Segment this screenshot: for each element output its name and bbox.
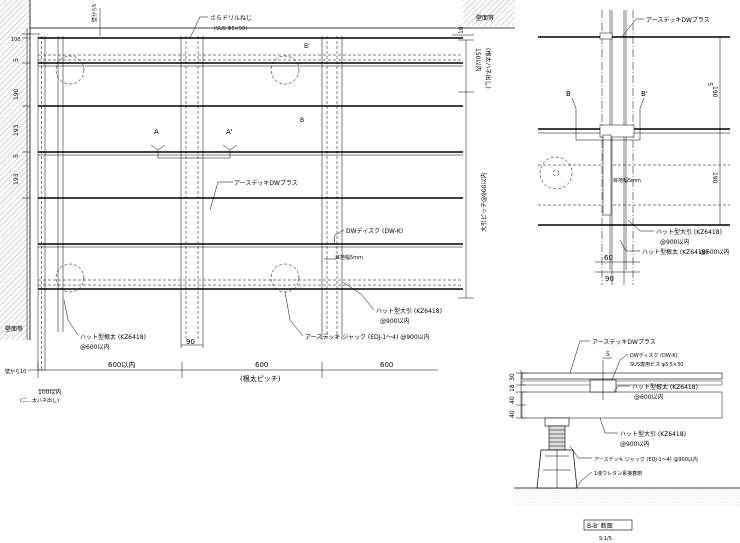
plan-joist-label: ハット型根太 (KZ6418) [80, 333, 146, 341]
detail-dim-60: 60 [604, 254, 613, 262]
dim-main-pitch: 大引ピッチ@900以内 [480, 173, 488, 232]
section-dim-18: 18 [509, 384, 516, 392]
detail-deck-label: アースデッキDWプラス [646, 16, 710, 24]
dim-left-5b: 5 [13, 154, 20, 158]
section-view: 30 18 40 40 アースデッキDWプラス 5 DWディスク (DW-K) … [509, 338, 740, 542]
section-A-label: A [154, 128, 159, 136]
plan-deck-label: アースデッキDWプラス [234, 179, 298, 187]
dim-150-note: (根太ハネ出し) [484, 48, 492, 89]
plan-dim-600-mid: 600 [255, 361, 268, 369]
detail-joist-pitch: @600以内 [700, 248, 729, 256]
section-joist-label: ハット型根太 (KZ6418) [632, 383, 698, 391]
section-jack-label: アースデッキ ジャック (EDJ-1〜4) @900以内 [594, 456, 698, 463]
screw-spec: (SUS Φ5×50) [214, 26, 247, 32]
detail-section-B2: B' [641, 90, 648, 98]
detail-beam-label: ハット型大引 (KZ6418) [656, 228, 722, 236]
section-screw-label: SUS専用ビス φ3.5×30 [630, 361, 683, 368]
detail-section-B: B [566, 90, 571, 98]
detail-joist-label: ハット型根太 (KZ6418) [642, 248, 708, 256]
wall-top-hatch [463, 0, 515, 26]
section-dim-30: 30 [509, 373, 516, 381]
section-beam-pitch: @900以内 [620, 440, 649, 448]
beam-lines [38, 54, 463, 286]
plan-joist-pitch: @600以内 [80, 343, 109, 351]
plan-dim-600-last: 600 [380, 361, 393, 369]
section-dim-40b: 40 [509, 410, 516, 418]
detail-dim-90: 90 [605, 275, 614, 283]
plan-dim-90: 90 [186, 338, 195, 346]
dim-top-10: 10 [458, 26, 465, 34]
jack-markers [55, 55, 300, 293]
plan-beam-pitch: @900以内 [380, 317, 409, 325]
section-title: B-B' 断面 [587, 522, 613, 530]
dim-top-100: 100 [11, 37, 21, 43]
plan-section-B2: B' [304, 43, 310, 50]
bottom-dimension-chain: 90 600以内 600 600 (根太ピッチ) 100以内 (二…太ハネ出し) [20, 338, 438, 404]
plan-gap: 目地幅5mm [335, 254, 363, 261]
plan-jack-label: アースデッキ ジャック (EDJ-1〜4) @900以内 [305, 333, 430, 341]
dim-left-193b: 193 [13, 173, 20, 185]
plan-dim-600-first: 600以内 [108, 360, 135, 369]
dim-left-5a: 5 [13, 58, 20, 62]
wall-left-hatch [0, 0, 30, 340]
section-joist-pitch: @600以内 [634, 393, 663, 401]
detail-beam-pitch: @900以内 [660, 238, 689, 246]
plan-view: 5 190 193 5 193 壁から5 10 100 さらドリルねじ (SUS… [0, 0, 515, 404]
detail-dim-190-bottom: 190 [711, 172, 718, 184]
plan-dw-disc: DWディスク (DW-K) [346, 227, 403, 235]
dim-150: 150以内 [474, 48, 482, 71]
detail-gap: 目地幅5mm [613, 177, 641, 184]
deck-boards [38, 37, 463, 290]
wall-top-right-label: 壁面等 [476, 14, 494, 22]
screw-label: さらドリルねじ [210, 15, 252, 22]
wall-left-bottom-label: 壁から10 [5, 368, 26, 375]
plan-dim-100-bottom-note: (二…太ハネ出し) [20, 397, 59, 404]
section-disc-label: DWディスク (DW-K) [630, 352, 678, 359]
plan-section-B: B [300, 117, 304, 124]
plan-beam-label: ハット型大引 (KZ6418) [376, 307, 442, 315]
section-adhesive-label: 1液ウレタン系接着剤 [594, 470, 642, 477]
dim-left-193a: 193 [13, 124, 20, 136]
detail-dim-190-top: 190 [711, 86, 718, 98]
plan-joist-pitch-label: (根太ピッチ) [240, 374, 281, 383]
section-beam-label: ハット型大引 (KZ6418) [620, 430, 686, 438]
section-deck-label: アースデッキDWプラス [592, 338, 656, 346]
dim-wall-5: 壁から5 [91, 4, 98, 22]
detail-dim-5: 5 [708, 82, 715, 86]
dim-left-190: 190 [13, 88, 20, 100]
wall-left-label: 壁面等 [5, 325, 23, 333]
detail-view: アースデッキDWプラス B B' 5 190 190 目地幅5mm ハット型大引… [538, 10, 730, 285]
section-dim-40a: 40 [509, 396, 516, 404]
joist-lines [37, 36, 343, 370]
left-dimension-chain: 5 190 193 5 193 [13, 28, 30, 340]
section-marker-A: A A' [150, 128, 238, 159]
section-scale: S:1/5 [599, 536, 612, 542]
section-A2-label: A' [226, 128, 233, 136]
section-dim-5: 5 [606, 351, 610, 358]
right-dimension-chain: 150以内 (根太ハネ出し) 大引ピッチ@900以内 [458, 39, 492, 299]
plan-dim-100-bottom: 100以内 [38, 388, 61, 396]
